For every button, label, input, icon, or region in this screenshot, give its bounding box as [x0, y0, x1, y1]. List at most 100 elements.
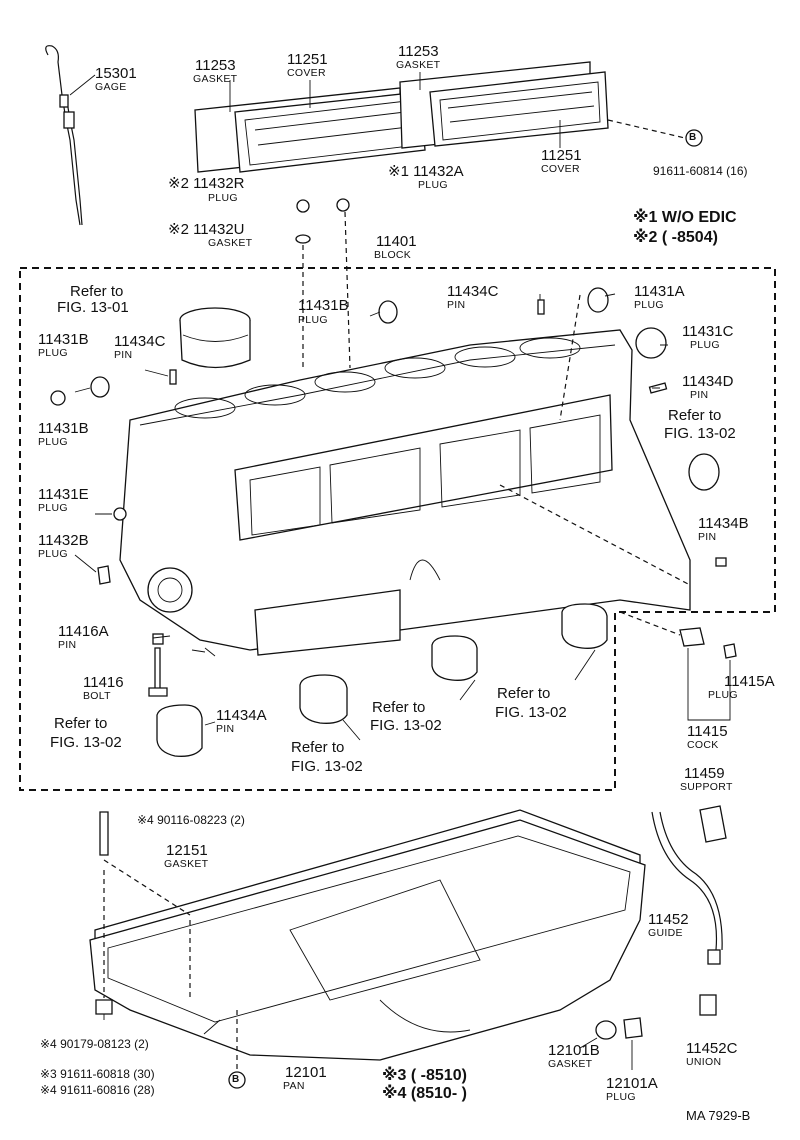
pin-11416a-part-number: 11416A	[58, 623, 109, 640]
guide-part-number: 11452	[648, 911, 689, 928]
plug-11431c-part-number: 11431C	[682, 323, 734, 340]
oil-level-gauge	[45, 45, 83, 226]
pin-11434c-left-part-number: 11434C	[114, 333, 166, 350]
refer-13-02-d-line2: FIG. 13-02	[291, 758, 363, 775]
plug-11431c-name: PLUG	[690, 339, 720, 351]
plug-11431b-top-name: PLUG	[298, 314, 328, 326]
plug-11432a-name: PLUG	[418, 179, 448, 191]
block-boundary	[19, 267, 776, 791]
pin-11434c-top-name: PIN	[447, 299, 466, 311]
cock-11415-name: COCK	[687, 739, 719, 751]
note-3: ※3 ( -8510)	[382, 1067, 467, 1084]
union-name: UNION	[686, 1056, 722, 1068]
bolt-3-part-number: ※3 91611-60818 (30)	[40, 1067, 155, 1081]
plug-11432r-part-number: ※2 11432R	[168, 175, 245, 192]
pin-11434c-left-name: PIN	[114, 349, 133, 361]
plug-11432b-part-number: 11432B	[38, 532, 89, 549]
refer-13-02-right-line2: FIG. 13-02	[664, 425, 736, 442]
note-1: ※1 W/O EDIC	[633, 209, 737, 226]
drain-gasket-part-number: 12101B	[548, 1042, 600, 1059]
guide-name: GUIDE	[648, 927, 683, 939]
gasket-11432u-name: GASKET	[208, 237, 253, 249]
plug-11431a-part-number: 11431A	[634, 283, 685, 300]
pin-11434a-name: PIN	[216, 723, 235, 735]
refer-13-02-d-line1: Refer to	[291, 739, 345, 756]
cover-right-name: COVER	[541, 163, 580, 175]
plug-11432r-name: PLUG	[208, 192, 238, 204]
drain-gasket-name: GASKET	[548, 1058, 593, 1070]
gage-name: GAGE	[95, 81, 127, 93]
plug-11431b-top	[378, 300, 398, 324]
pan-gasket-name: GASKET	[164, 858, 209, 870]
gasket-left-name: GASKET	[193, 73, 238, 85]
piston	[179, 307, 251, 369]
pin-11434d-part-number: 11434D	[682, 373, 734, 390]
pin-11434b-name: PIN	[698, 531, 717, 543]
plug-11432a-part-number: ※1 11432A	[388, 163, 464, 180]
plug-11431b-left-part-number: 11431B	[38, 331, 89, 348]
plug-refer-13-02	[688, 453, 720, 491]
support-name: SUPPORT	[680, 781, 733, 793]
side-covers	[194, 61, 609, 173]
note-4: ※4 (8510- )	[382, 1085, 467, 1102]
bolt-11416-name: BOLT	[83, 690, 111, 702]
pan-name: PAN	[283, 1080, 305, 1092]
plug-11432b-name: PLUG	[38, 548, 68, 560]
refer-13-01-line2: FIG. 13-01	[57, 299, 129, 316]
circle-b-label-top: B	[689, 132, 697, 143]
bolt-4-part-number: ※4 91611-60816 (28)	[40, 1083, 155, 1097]
drain-plug-name: PLUG	[606, 1091, 636, 1103]
refer-13-02-c-line1: Refer to	[497, 685, 551, 702]
plug-11431b-lower-name: PLUG	[38, 436, 68, 448]
cock-11415-part-number: 11415	[687, 723, 728, 740]
plug-11431e-part-number: 11431E	[38, 486, 89, 503]
pin-11434c-top-part-number: 11434C	[447, 283, 499, 300]
pin-11434c-top	[537, 299, 545, 315]
plug-11431a	[587, 287, 609, 313]
plug-11431b-lower-part-number: 11431B	[38, 420, 89, 437]
union-part-number: 11452C	[686, 1040, 738, 1057]
plug-11431b-top-part-number: 11431B	[298, 297, 349, 314]
bearing-caps	[156, 603, 608, 757]
plug-11415a-part-number: 11415A	[724, 673, 775, 690]
pan-gasket-part-number: 12151	[166, 842, 208, 859]
refer-13-02-b-line2: FIG. 13-02	[370, 717, 442, 734]
gasket-left-part-number: 11253	[195, 57, 236, 74]
block-part-number: 11401	[376, 233, 417, 250]
plug-11415a-name: PLUG	[708, 689, 738, 701]
refer-13-02-a-line2: FIG. 13-02	[50, 734, 122, 751]
refer-13-02-b-line1: Refer to	[372, 699, 426, 716]
gasket-right-part-number: 11253	[398, 43, 439, 60]
pin-11434d-name: PIN	[690, 389, 709, 401]
bolt-top-part-number: 91611-60814 (16)	[653, 164, 748, 178]
gage-part-number: 15301	[95, 65, 137, 82]
gasket-right-name: GASKET	[396, 59, 441, 71]
block-name: BLOCK	[374, 249, 412, 261]
drain-plug-part-number: 12101A	[606, 1075, 658, 1092]
pin-11416a-name: PIN	[58, 639, 77, 651]
refer-13-01-line1: Refer to	[70, 283, 124, 300]
note-2: ※2 ( -8504)	[633, 229, 718, 246]
support-part-number: 11459	[684, 765, 725, 782]
pin-11434a-part-number: 11434A	[216, 707, 267, 724]
plug-11431c	[635, 327, 667, 359]
cover-left-part-number: 11251	[287, 51, 328, 68]
pin-11434b-part-number: 11434B	[698, 515, 749, 532]
plug-11431b-left-name: PLUG	[38, 347, 68, 359]
plug-11431e-name: PLUG	[38, 502, 68, 514]
figure-code: MA 7929-B	[686, 1108, 751, 1123]
nut-part-number: ※4 90179-08123 (2)	[40, 1037, 149, 1051]
refer-13-02-a-line1: Refer to	[54, 715, 108, 732]
bolt-11416-part-number: 11416	[83, 674, 124, 691]
gasket-11432u-part-number: ※2 11432U	[168, 221, 245, 238]
plug-11431a-name: PLUG	[634, 299, 664, 311]
pan-part-number: 12101	[285, 1064, 327, 1081]
engine-block	[119, 329, 691, 656]
stud-part-number: ※4 90116-08223 (2)	[137, 813, 245, 827]
refer-13-02-right-line1: Refer to	[668, 407, 722, 424]
refer-13-02-c-line2: FIG. 13-02	[495, 704, 567, 721]
cover-left-name: COVER	[287, 67, 326, 79]
circle-b-label-bottom: B	[232, 1074, 240, 1085]
